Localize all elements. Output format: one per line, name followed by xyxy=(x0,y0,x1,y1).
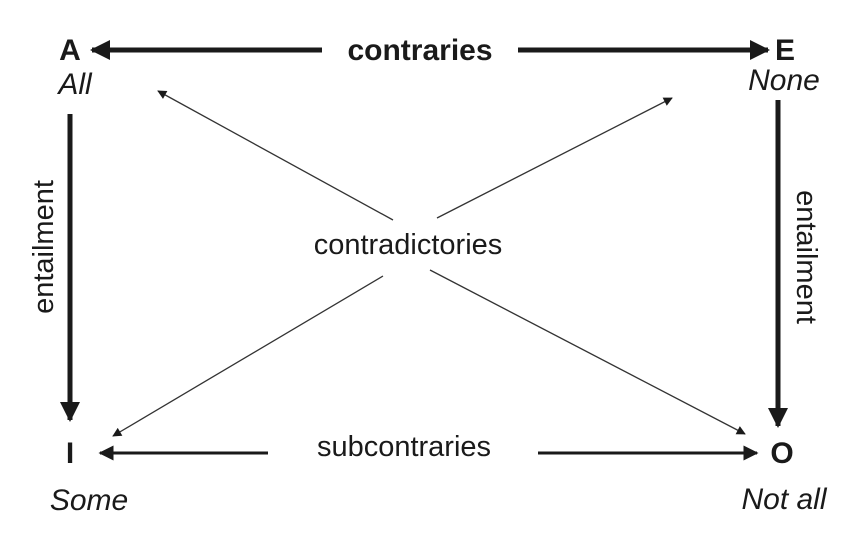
corner-o-word: Not all xyxy=(741,483,827,516)
corner-i-letter: I xyxy=(66,437,74,470)
contradictories-arrow-i xyxy=(112,275,384,437)
contradictories-arrow-a xyxy=(157,90,394,221)
corner-a-word: All xyxy=(56,68,93,101)
corner-a-letter: A xyxy=(59,34,81,67)
entailment-label-right: entailment xyxy=(790,190,822,324)
corner-e-letter: E xyxy=(775,34,795,67)
contradictories-arrow-o xyxy=(429,269,746,435)
corner-e-word: None xyxy=(748,64,820,97)
contraries-label: contraries xyxy=(347,34,492,67)
entailment-label-left: entailment xyxy=(28,180,60,314)
corner-o-letter: O xyxy=(770,437,793,470)
corner-i-word: Some xyxy=(50,484,128,517)
contradictories-arrow-e xyxy=(436,97,673,219)
subcontraries-label: subcontraries xyxy=(317,431,491,463)
contradictories-label: contradictories xyxy=(314,229,503,261)
